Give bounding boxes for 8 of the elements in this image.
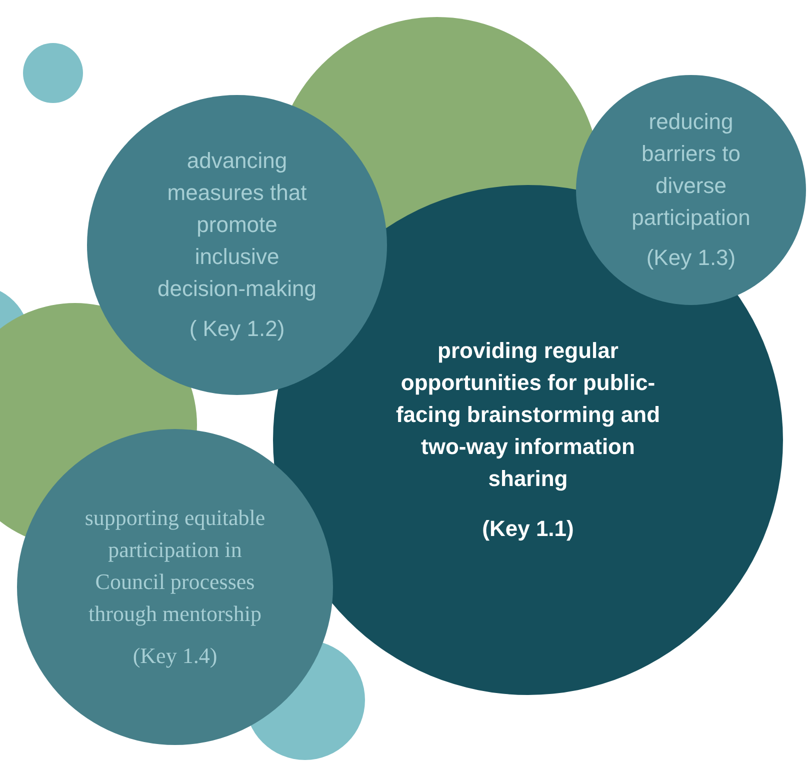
node-text: supporting equitable participation in Council processes through mentorship [84,504,266,628]
node-text: advancing measures that promote inclusive decision-making [156,147,318,303]
key-reference: (Key 1.4) [132,642,218,670]
key-reference: (Key 1.3) [645,244,737,272]
node-text: reducing barriers to diverse participation [630,108,752,232]
key-reference: ( Key 1.2) [188,314,286,343]
key-reference: (Key 1.1) [481,514,575,543]
node-text: providing regular opportunities for public-facing brainstorming and two-way information sharing [394,337,662,493]
